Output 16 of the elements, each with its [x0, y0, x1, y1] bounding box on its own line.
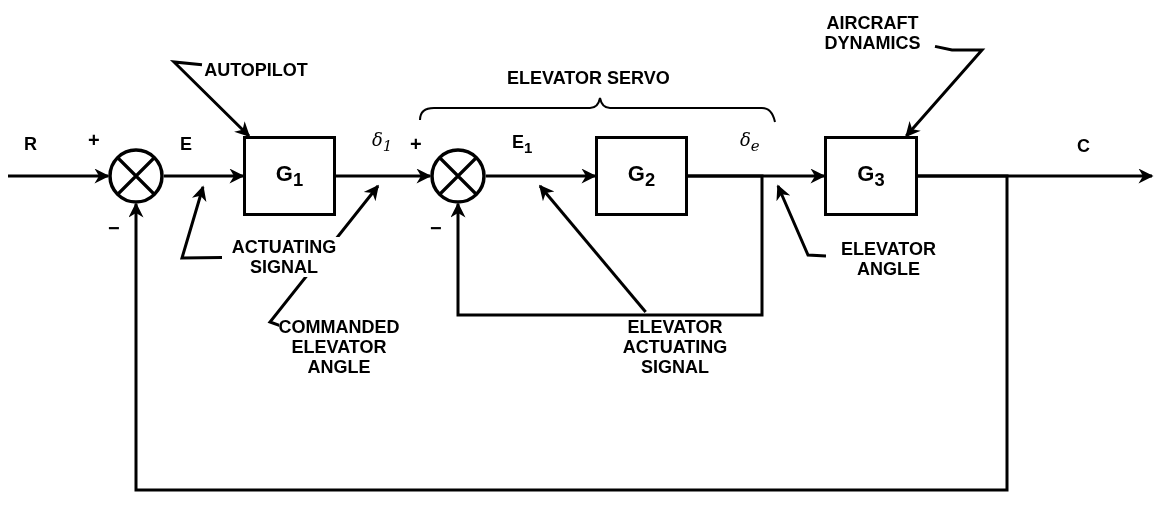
arrow — [336, 168, 432, 184]
leader-line — [538, 184, 647, 313]
arrow — [8, 168, 110, 184]
summing-junction — [108, 148, 164, 204]
arrow — [164, 168, 245, 184]
transfer-function-block: G$_{3}$ — [824, 136, 918, 216]
leader-line — [169, 60, 251, 138]
transfer-function-block: G$_{2}$ — [595, 136, 688, 216]
leader-line — [180, 185, 222, 260]
transfer-function-block: G$_{1}$ — [243, 136, 336, 216]
arrow — [486, 168, 597, 184]
leader-line — [776, 184, 827, 258]
leader-line — [905, 44, 986, 138]
arrow — [128, 174, 1009, 492]
summing-junction — [430, 148, 486, 204]
arrow — [450, 174, 764, 317]
